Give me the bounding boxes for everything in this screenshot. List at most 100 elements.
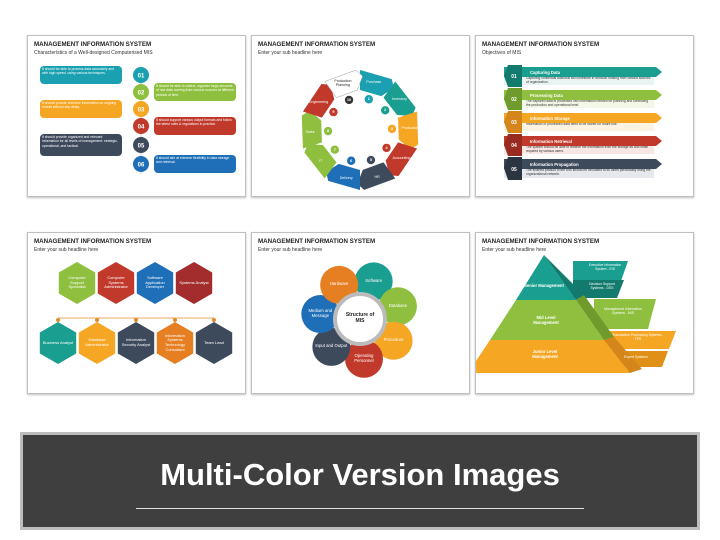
structure-petal bbox=[354, 262, 393, 301]
system-label: Executive Information System - EIS bbox=[588, 263, 622, 272]
slide-thumbnail-characteristics[interactable]: MANAGEMENT INFORMATION SYSTEM Characteri… bbox=[27, 35, 246, 197]
characteristics-diagram: 01 It should be able to process data acc… bbox=[40, 66, 236, 174]
structure-label: Operating Personnel bbox=[354, 352, 374, 363]
management-pyramid: Senior Management Mid Level Management J… bbox=[476, 255, 676, 373]
item-text: It should aim at extreme flexibility in … bbox=[156, 156, 230, 165]
svg-text:02: 02 bbox=[511, 97, 517, 103]
system-label: Expert Systems bbox=[624, 355, 648, 359]
cycle-number: 10 bbox=[346, 97, 352, 102]
structure-label: Hardware bbox=[329, 281, 349, 287]
level-label: Mid Level Management bbox=[533, 315, 559, 326]
item-text: It should be able to collect, organize l… bbox=[156, 84, 234, 97]
banner-title: Multi-Color Version Images bbox=[160, 457, 560, 492]
svg-text:04: 04 bbox=[511, 143, 517, 149]
cycle-number-badge bbox=[330, 145, 339, 154]
structure-petal bbox=[320, 265, 359, 304]
structure-label: Database bbox=[388, 302, 408, 308]
slide-title: MANAGEMENT INFORMATION SYSTEM bbox=[34, 41, 152, 48]
cycle-number-badge bbox=[329, 107, 338, 117]
objective-row: 01 Capturing Data Capturing contextual d… bbox=[504, 65, 662, 87]
cycle-segment: HR5 bbox=[357, 155, 396, 190]
item-number: 04 bbox=[138, 125, 145, 131]
structure-petal bbox=[301, 295, 340, 334]
cycle-label: Engineering bbox=[308, 99, 329, 104]
objective-row: 05 Information Propagation The finished … bbox=[504, 157, 662, 180]
svg-text:Information Retrieval: Information Retrieval bbox=[530, 139, 572, 144]
cycle-number: 6 bbox=[350, 158, 353, 163]
cycle-segment: Production Planning 10 bbox=[324, 69, 364, 105]
objective-row: 02 Processing Data The captured data is … bbox=[504, 88, 662, 110]
cycle-number-badge bbox=[344, 95, 354, 105]
cycle-label: Accounting bbox=[392, 155, 411, 160]
cycle-label: Production Planning bbox=[334, 78, 352, 87]
careers-hexagon-diagram: Computer Support Specialist Computer Syst… bbox=[39, 262, 233, 364]
cycle-number-badge bbox=[381, 106, 390, 115]
structure-label: Software bbox=[365, 277, 383, 283]
objective-row: 03 Information Storage Information or pr… bbox=[504, 111, 662, 133]
cycle-number: 1 bbox=[367, 97, 370, 102]
career-hexagon bbox=[136, 262, 174, 304]
cycle-number: 8 bbox=[326, 128, 330, 133]
slide-thumbnail-objectives[interactable]: MANAGEMENT INFORMATION SYSTEM Objectives… bbox=[475, 35, 694, 197]
item-text: It should be able to process data accura… bbox=[42, 67, 115, 76]
structure-center bbox=[333, 292, 387, 346]
cycle-number-badge bbox=[323, 126, 333, 136]
cycle-number-badge bbox=[366, 155, 376, 165]
cycle-number: 7 bbox=[333, 147, 336, 152]
cycle-segment: Sales 8 bbox=[301, 110, 333, 149]
slide-title: MANAGEMENT INFORMATION SYSTEM bbox=[482, 238, 600, 245]
structure-petal bbox=[374, 321, 413, 360]
cycle-segment: IT 7 bbox=[304, 144, 339, 179]
svg-text:05: 05 bbox=[511, 167, 517, 173]
structure-petal bbox=[344, 339, 383, 378]
cycle-number-badge bbox=[382, 143, 391, 153]
cycle-number-badge bbox=[364, 95, 374, 104]
career-label: Computer Support Specialist bbox=[68, 275, 86, 290]
svg-text:Processing Data: Processing Data bbox=[530, 93, 563, 98]
career-hexagon bbox=[117, 322, 155, 364]
slide-subtitle: Enter your sub headline here bbox=[34, 247, 99, 253]
level-label: Junior Level Management bbox=[532, 349, 558, 360]
career-label: Software Application Developer bbox=[145, 275, 165, 290]
slide-subtitle: Enter your sub headline here bbox=[258, 50, 323, 56]
item-text: It should provide organized and relevant… bbox=[42, 135, 118, 148]
item-number: 03 bbox=[138, 108, 145, 114]
system-label: Transaction Processing Systems - TPS bbox=[612, 333, 664, 342]
slide-thumbnail-structure[interactable]: MANAGEMENT INFORMATION SYSTEM Enter your… bbox=[251, 232, 470, 394]
slide-subtitle: Objectives of MIS bbox=[482, 50, 522, 56]
multi-color-banner: Multi-Color Version Images bbox=[20, 432, 700, 530]
slide-title: MANAGEMENT INFORMATION SYSTEM bbox=[34, 238, 152, 245]
item-text: It should support various output formats… bbox=[156, 118, 232, 127]
slide-thumbnail-pyramid[interactable]: MANAGEMENT INFORMATION SYSTEM Enter your… bbox=[475, 232, 694, 394]
career-hexagon bbox=[78, 322, 116, 364]
cycle-number-badge bbox=[387, 124, 397, 134]
cycle-label: Sales bbox=[305, 129, 315, 134]
cycle-number: 4 bbox=[385, 145, 388, 150]
career-hexagon bbox=[175, 262, 213, 304]
cycle-label: IT bbox=[318, 158, 323, 163]
slide-thumbnail-careers[interactable]: MANAGEMENT INFORMATION SYSTEM Enter your… bbox=[27, 232, 246, 394]
career-label: Computer Systems Administrator bbox=[104, 275, 128, 290]
career-hexagon bbox=[195, 322, 233, 364]
svg-text:Capturing Data: Capturing Data bbox=[530, 70, 561, 75]
system-label: Decision Support Systems - DSS bbox=[589, 282, 615, 291]
slide-subtitle: Characteristics of a Well-designed Compu… bbox=[34, 50, 153, 56]
item-number: 05 bbox=[138, 144, 145, 150]
item-number: 06 bbox=[138, 163, 145, 169]
svg-text:Information Storage: Information Storage bbox=[530, 116, 570, 121]
career-label: Information Security Analyst bbox=[121, 337, 151, 347]
structure-petal bbox=[378, 287, 417, 326]
structure-center-label: Structure of MIS bbox=[345, 312, 375, 324]
career-hexagon bbox=[58, 262, 96, 304]
svg-text:01: 01 bbox=[511, 74, 517, 80]
level-label: Senior Management bbox=[524, 283, 564, 288]
slide-title: MANAGEMENT INFORMATION SYSTEM bbox=[482, 41, 600, 48]
career-hexagon bbox=[97, 262, 135, 304]
slide-thumbnail-cycle[interactable]: MANAGEMENT INFORMATION SYSTEM Enter your… bbox=[251, 35, 470, 197]
objective-row: 04 Information Retrieval The system shou… bbox=[504, 134, 662, 156]
career-label: Systems Analyst bbox=[179, 279, 209, 285]
